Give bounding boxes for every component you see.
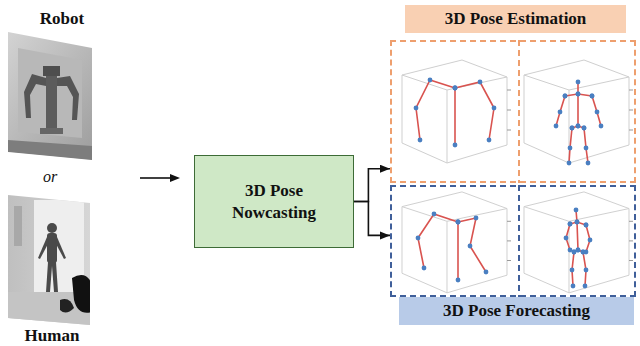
joint-dot bbox=[418, 138, 423, 143]
robot-depth-image bbox=[0, 30, 100, 165]
pose-plot bbox=[524, 192, 633, 293]
joint-dot bbox=[582, 126, 587, 131]
joint-dot bbox=[563, 94, 568, 99]
human-depth-image bbox=[0, 190, 100, 330]
box-label: 3D Pose Nowcasting bbox=[195, 180, 353, 223]
joint-dot bbox=[428, 78, 433, 83]
joint-dot bbox=[576, 92, 581, 97]
conjunction-label: or bbox=[43, 168, 57, 186]
heading-band: 3D Pose Forecasting bbox=[399, 297, 634, 325]
joint-dot bbox=[584, 223, 589, 228]
flow-arrow bbox=[354, 202, 390, 236]
joint-dot bbox=[564, 236, 569, 241]
joint-dot bbox=[484, 270, 489, 275]
joint-dot bbox=[571, 284, 576, 289]
joint-dot bbox=[584, 146, 589, 151]
joint-dot bbox=[582, 126, 587, 131]
joint-dot bbox=[558, 110, 563, 115]
joint-dot bbox=[416, 236, 421, 241]
pose-plot bbox=[402, 192, 511, 293]
joint-dot bbox=[599, 124, 604, 129]
joint-dot bbox=[468, 244, 473, 249]
joint-dot bbox=[590, 94, 595, 99]
joint-dot bbox=[568, 222, 573, 227]
joint-dot bbox=[456, 220, 461, 225]
joint-dot bbox=[563, 94, 568, 99]
joint-dot bbox=[456, 220, 461, 225]
joint-dot bbox=[583, 284, 588, 289]
joint-dot bbox=[456, 220, 461, 225]
joint-dot bbox=[584, 223, 589, 228]
joint-dot bbox=[572, 250, 577, 255]
joint-dot bbox=[456, 278, 461, 283]
pose-plot bbox=[524, 60, 633, 165]
joint-dot bbox=[586, 161, 591, 166]
process-box: 3D Pose Nowcasting bbox=[194, 155, 354, 248]
joint-dot bbox=[576, 124, 581, 129]
joint-dot bbox=[570, 126, 575, 131]
input-arrow bbox=[140, 177, 172, 179]
joint-dot bbox=[574, 208, 579, 213]
joint-dot bbox=[422, 266, 427, 271]
joint-dot bbox=[595, 110, 600, 115]
joint-dot bbox=[453, 143, 458, 148]
divider bbox=[518, 40, 520, 183]
input-label: Human bbox=[25, 326, 80, 346]
joint-dot bbox=[474, 216, 479, 221]
joint-dot bbox=[576, 124, 581, 129]
joint-dot bbox=[414, 106, 419, 111]
joint-dot bbox=[567, 161, 572, 166]
joint-dot bbox=[453, 86, 458, 91]
joint-dot bbox=[453, 86, 458, 91]
joint-dot bbox=[487, 138, 492, 143]
input-arrowhead bbox=[170, 174, 180, 182]
joint-dot bbox=[584, 268, 589, 273]
flow-arrow bbox=[354, 169, 390, 202]
output-region: 3D Pose Forecasting bbox=[390, 185, 636, 297]
joint-dot bbox=[588, 238, 593, 243]
joint-dot bbox=[575, 220, 580, 225]
joint-dot bbox=[576, 92, 581, 97]
joint-dot bbox=[572, 250, 577, 255]
joint-dot bbox=[568, 146, 573, 151]
heading-band: 3D Pose Estimation bbox=[405, 5, 626, 33]
joint-dot bbox=[554, 124, 559, 129]
joint-dot bbox=[492, 106, 497, 111]
pose-plot bbox=[402, 60, 511, 163]
joint-dot bbox=[576, 80, 581, 85]
joint-dot bbox=[570, 268, 575, 273]
joint-dot bbox=[478, 80, 483, 85]
joint-dot bbox=[581, 250, 586, 255]
joint-dot bbox=[453, 86, 458, 91]
input-label: Robot bbox=[40, 9, 84, 29]
output-region: 3D Pose Estimation bbox=[390, 40, 636, 183]
joint-dot bbox=[590, 94, 595, 99]
joint-dot bbox=[432, 212, 437, 217]
joint-dot bbox=[581, 250, 586, 255]
divider bbox=[518, 185, 520, 297]
joint-dot bbox=[570, 126, 575, 131]
joint-dot bbox=[568, 222, 573, 227]
joint-dot bbox=[575, 220, 580, 225]
